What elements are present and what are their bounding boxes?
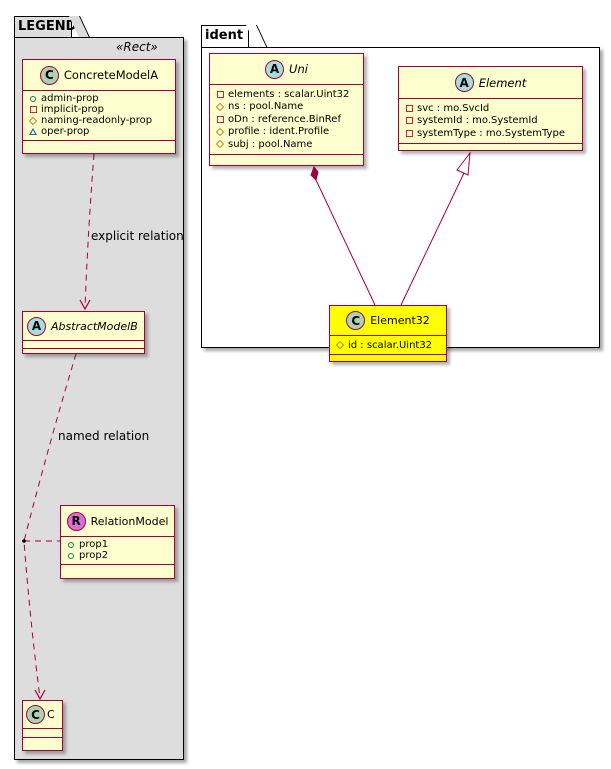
named-relation-arrowhead (34, 689, 46, 701)
attribute-row: elements : scalar.Uint32 (215, 88, 359, 101)
square-icon (405, 117, 413, 125)
class-c[interactable]: C C (22, 700, 63, 751)
class-badge-c: C (39, 65, 59, 85)
square-icon (216, 115, 224, 123)
attribute-row: ns : pool.Name (215, 101, 359, 114)
attribute-label: profile : ident.Profile (228, 126, 330, 138)
class-header: R RelationModel (61, 506, 174, 537)
square-icon (29, 106, 37, 113)
class-header: C ConcreteModelA (23, 60, 175, 91)
attribute-label: elements : scalar.Uint32 (228, 88, 350, 100)
legend-stereotype: «Rect» (116, 40, 158, 54)
attribute-row: svc : mo.SvcId (404, 102, 578, 115)
class-header: C Element32 (330, 306, 446, 336)
class-name: Element (478, 75, 527, 90)
diamond-icon (28, 116, 38, 125)
diamond-icon (335, 340, 345, 350)
class-concrete-model-a[interactable]: C ConcreteModelA admin-prop implicit-pro… (22, 59, 176, 154)
circle-icon (68, 552, 74, 559)
class-badge-a: A (454, 73, 474, 92)
attribute-list (23, 729, 62, 738)
explicit-relation-label: explicit relation (91, 229, 184, 243)
attribute-row: prop1 (66, 539, 170, 550)
diamond-icon (215, 102, 225, 111)
class-name: C (47, 708, 55, 721)
attribute-row: admin-prop (28, 93, 171, 104)
attribute-label: ns : pool.Name (228, 101, 304, 113)
attribute-row: prop2 (66, 550, 170, 561)
class-name: RelationModel (90, 514, 169, 528)
legend-package-tab: LEGEND (14, 16, 76, 38)
class-relation-model[interactable]: R RelationModel prop1 prop2 (60, 505, 175, 579)
attribute-label: admin-prop (41, 93, 99, 104)
class-badge-c: C (346, 311, 366, 330)
attribute-row: id : scalar.Uint32 (335, 339, 442, 351)
circle-icon (68, 541, 74, 548)
class-abstract-model-b[interactable]: A AbstractModelB (22, 311, 145, 354)
attribute-list: elements : scalar.Uint32 ns : pool.Name … (210, 85, 363, 155)
attribute-row: oDn : reference.BinRef (215, 113, 359, 126)
attribute-label: prop1 (79, 539, 109, 550)
class-badge-r: R (66, 511, 86, 531)
triangle-icon (29, 128, 37, 135)
legend-package (14, 37, 184, 760)
attribute-row: subj : pool.Name (215, 138, 359, 151)
square-icon (405, 104, 413, 112)
class-element[interactable]: A Element svc : mo.SvcId systemId : mo.S… (398, 66, 583, 151)
attribute-label: svc : mo.SvcId (417, 102, 490, 114)
square-icon (405, 129, 413, 137)
composition-diamond (310, 166, 319, 181)
class-name: ConcreteModelA (63, 68, 159, 82)
attribute-label: id : scalar.Uint32 (348, 339, 433, 351)
attribute-label: systemId : mo.SystemId (417, 115, 538, 127)
class-header: A Uni (210, 54, 363, 85)
attribute-label: oper-prop (41, 126, 90, 137)
attribute-list (23, 341, 144, 349)
class-badge-a: A (265, 59, 285, 79)
named-relation-line (23, 353, 77, 699)
inheritance-line (400, 172, 465, 306)
legend-package-name: LEGEND (18, 19, 77, 34)
attribute-list: admin-prop implicit-prop naming-readonly… (23, 91, 175, 141)
attribute-list: prop1 prop2 (61, 537, 174, 565)
class-header: A Element (399, 67, 582, 99)
class-name: Element32 (370, 314, 430, 327)
attribute-list: svc : mo.SvcId systemId : mo.SystemId sy… (399, 99, 582, 144)
class-name: Uni (289, 62, 308, 76)
named-relation-label: named relation (58, 429, 150, 443)
class-badge-c: C (26, 705, 45, 724)
diamond-icon (215, 127, 225, 136)
class-uni[interactable]: A Uni elements : scalar.Uint32 ns : pool… (209, 53, 364, 166)
attribute-row: profile : ident.Profile (215, 126, 359, 139)
attribute-row: oper-prop (28, 126, 171, 137)
attribute-row: systemId : mo.SystemId (404, 115, 578, 128)
relation-node (22, 539, 26, 543)
attribute-label: naming-readonly-prop (41, 115, 153, 126)
attribute-row: naming-readonly-prop (28, 115, 171, 126)
circle-icon (30, 95, 36, 102)
composition-line (315, 179, 376, 306)
explicit-relation-arrowhead (79, 299, 91, 311)
inheritance-arrowhead (456, 151, 471, 176)
class-header: C C (23, 701, 62, 729)
square-icon (216, 90, 224, 98)
attribute-label: subj : pool.Name (228, 138, 313, 150)
attribute-list: id : scalar.Uint32 (330, 336, 446, 355)
class-element32[interactable]: C Element32 id : scalar.Uint32 (329, 305, 447, 362)
attribute-row: systemType : mo.SystemType (404, 127, 578, 140)
attribute-label: implicit-prop (41, 104, 104, 115)
attribute-label: oDn : reference.BinRef (228, 113, 341, 125)
class-header: A AbstractModelB (23, 312, 144, 341)
explicit-relation-line (84, 153, 95, 309)
diamond-icon (215, 140, 225, 149)
class-badge-a: A (27, 316, 46, 336)
attribute-label: prop2 (79, 550, 109, 561)
ident-package-tab: ident (201, 25, 249, 48)
attribute-label: systemType : mo.SystemType (417, 127, 565, 139)
class-name: AbstractModelB (51, 319, 138, 333)
ident-package-name: ident (205, 28, 244, 43)
attribute-row: implicit-prop (28, 104, 171, 115)
